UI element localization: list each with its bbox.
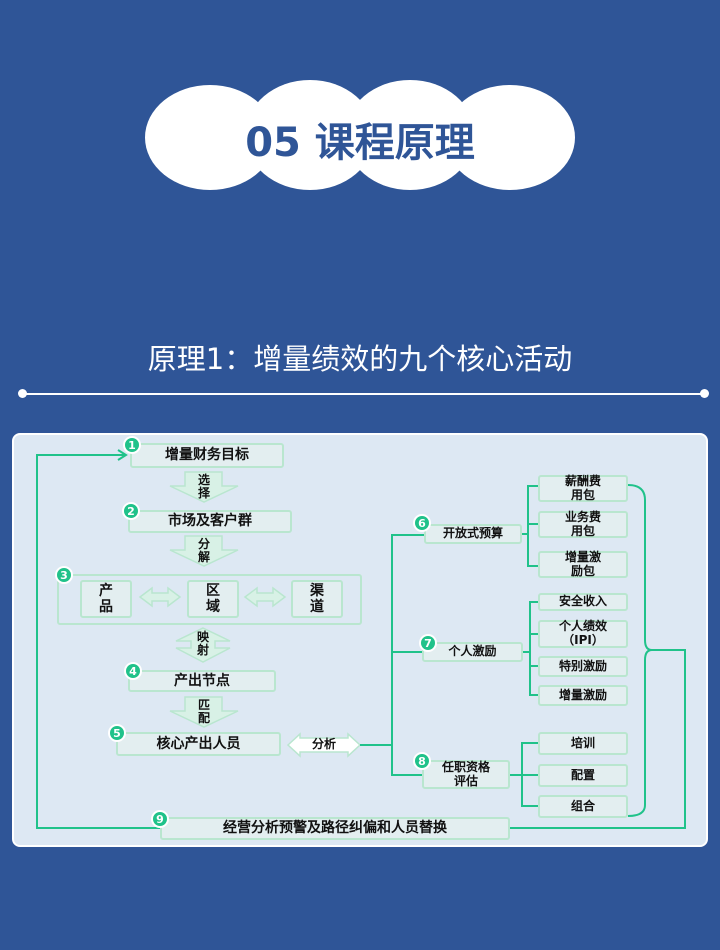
step-3-region: 区域	[187, 580, 239, 618]
step-4-box: 产出节点	[128, 670, 276, 692]
arrow-label-decompose: 分解	[197, 537, 210, 565]
step-3-product: 产品	[80, 580, 132, 618]
budget-item: 薪酬费用包	[538, 474, 628, 502]
step-8-box: 任职资格评估	[422, 760, 510, 789]
step-badge: 4	[124, 662, 142, 680]
divider-dot	[700, 389, 709, 398]
step-badge: 3	[55, 566, 73, 584]
step-3-group	[57, 574, 362, 625]
qualification-item: 培训	[538, 732, 628, 755]
step-7-box: 个人激励	[422, 642, 523, 662]
step-badge: 2	[122, 502, 140, 520]
step-6-box: 开放式预算	[424, 524, 522, 544]
step-badge: 6	[413, 514, 431, 532]
incentive-item: 增量激励	[538, 685, 628, 706]
qualification-item: 配置	[538, 764, 628, 787]
section-subtitle: 原理1：增量绩效的九个核心活动	[147, 342, 573, 376]
page-title: 05 课程原理	[245, 120, 475, 166]
arrow-label-analyze: 分析	[311, 737, 336, 751]
step-3-channel: 渠道	[291, 580, 343, 618]
budget-item: 业务费用包	[538, 510, 628, 538]
incentive-item: 个人绩效（IPI）	[538, 619, 628, 648]
budget-item: 增量激励包	[538, 550, 628, 578]
divider	[22, 393, 704, 395]
step-badge: 8	[413, 752, 431, 770]
arrow-label-map: 映射	[196, 630, 209, 658]
divider-dot	[18, 389, 27, 398]
step-badge: 9	[151, 810, 169, 828]
arrow-label-match: 匹配	[197, 698, 210, 726]
step-badge: 7	[419, 634, 437, 652]
step-badge: 5	[108, 724, 126, 742]
incentive-item: 特别激励	[538, 656, 628, 677]
step-5-box: 核心产出人员	[116, 732, 281, 756]
step-badge: 1	[123, 436, 141, 454]
step-2-box: 市场及客户群	[128, 510, 292, 533]
incentive-item: 安全收入	[538, 593, 628, 611]
step-1-box: 增量财务目标	[130, 443, 284, 468]
cloud-shape	[445, 85, 575, 190]
qualification-item: 组合	[538, 795, 628, 818]
arrow-label-select: 选择	[197, 473, 210, 501]
step-9-box: 经营分析预警及路径纠偏和人员替换	[160, 817, 510, 840]
